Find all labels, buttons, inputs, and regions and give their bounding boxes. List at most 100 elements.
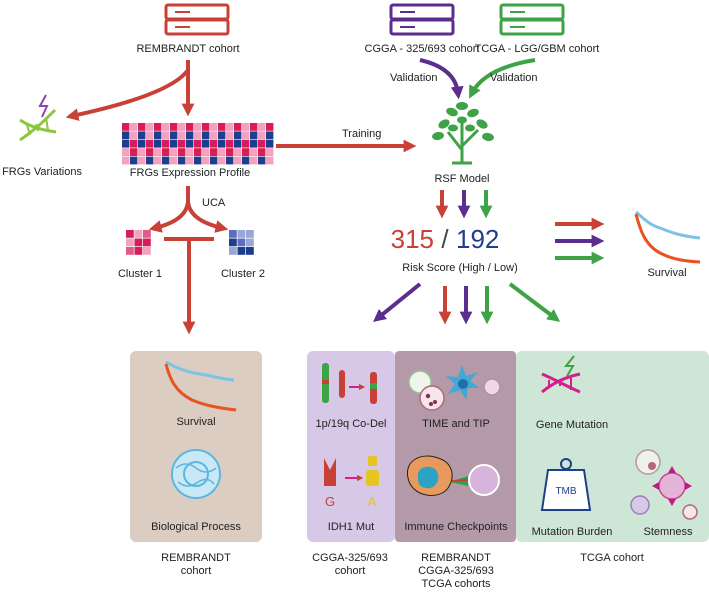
heatmap-cell [138, 139, 146, 148]
cohort-tcga-line1: TCGA cohort [580, 552, 644, 564]
cluster-cell [126, 238, 134, 247]
tmb-weight-icon [540, 458, 592, 511]
heatmap-cell [186, 131, 194, 140]
heatmap-cell [242, 156, 250, 165]
heatmap-cell [162, 123, 170, 131]
heatmap-cell [234, 123, 242, 131]
heatmap-cell [258, 148, 266, 156]
heatmap-cell [138, 123, 146, 131]
risk-score-high: 315 [391, 224, 434, 254]
survival-curve-bio-icon [164, 360, 237, 412]
heatmap-cell [154, 148, 162, 156]
tcga-panel [516, 351, 709, 542]
heatmap-cell [210, 131, 218, 140]
tcga-server-label: TCGA - LGG/GBM cohort [475, 43, 600, 55]
expression-heatmap [122, 123, 274, 165]
tcga-server-icon [499, 3, 565, 36]
cohort-combined-line1: REMBRANDT [421, 552, 491, 564]
uca-to-cluster1-arrow [148, 186, 190, 233]
heatmap-cell [266, 148, 274, 156]
rsf-model-label: RSF Model [434, 173, 489, 185]
heatmap-cell [234, 131, 242, 140]
uca-to-cluster2-arrow [186, 199, 229, 233]
heatmap-cell [178, 131, 186, 140]
cluster-cell [143, 238, 151, 247]
heatmap-cell [122, 123, 130, 131]
heatmap-cell [242, 123, 250, 131]
heatmap-cell [138, 131, 146, 140]
heatmap-cell [186, 156, 194, 165]
idh-g-label: G [325, 494, 335, 509]
heatmap-cell [154, 156, 162, 165]
heatmap-cell [218, 131, 226, 140]
down-arrow-to-cgga [373, 282, 422, 323]
heatmap-cell [242, 131, 250, 140]
heatmap-cell [266, 131, 274, 140]
heatmap-cell [146, 123, 154, 131]
cluster-cell [229, 230, 237, 238]
risk-score-label: Risk Score (High / Low) [402, 262, 518, 274]
down-arrow-to-tcga [508, 282, 561, 322]
heatmap-cell [186, 123, 194, 131]
heatmap-cell [242, 148, 250, 156]
heatmap-cell [178, 156, 186, 165]
cohort-rembrandt-line2: cohort [181, 565, 212, 577]
bio-survival-label: Survival [176, 416, 215, 428]
heatmap-cell [122, 156, 130, 165]
cluster-cell [246, 247, 254, 255]
cgga-server-icon [389, 3, 455, 36]
heatmap-cell [226, 131, 234, 140]
heatmap-cell [202, 131, 210, 140]
tcga-validation-arrow [469, 58, 536, 99]
heatmap-cell [122, 148, 130, 156]
cluster-cell [134, 247, 143, 255]
heatmap-cell [250, 123, 258, 131]
heatmap-cell [194, 123, 202, 131]
cgga-panel [307, 351, 395, 542]
bio-process-label: Biological Process [151, 521, 241, 533]
gene-mutation-label: Gene Mutation [536, 419, 608, 431]
heatmap-cell [170, 156, 178, 165]
heatmap-cell [178, 123, 186, 131]
cluster-cell [237, 247, 246, 255]
rembrandt-to-variations-arrow [65, 68, 190, 121]
cluster2-label: Cluster 2 [221, 268, 265, 280]
heatmap-cell [186, 139, 194, 148]
heatmap-cell [266, 156, 274, 165]
heatmap-cell [178, 139, 186, 148]
heatmap-cell [130, 131, 138, 140]
heatmap-cell [234, 156, 242, 165]
heatmap-cell [170, 148, 178, 156]
heatmap-cell [146, 156, 154, 165]
heatmap-cell [154, 131, 162, 140]
heatmap-cell [218, 139, 226, 148]
heatmap-cell [258, 123, 266, 131]
gene-mutation-icon [541, 355, 581, 394]
cluster-cell [134, 230, 143, 238]
biological-panel [130, 351, 262, 542]
cluster1-label: Cluster 1 [118, 268, 162, 280]
cluster2-grid [229, 230, 254, 255]
cohort-rembrandt-line1: REMBRANDT [161, 552, 231, 564]
mutation-burden-label: Mutation Burden [532, 526, 613, 538]
heatmap-cell [162, 148, 170, 156]
heatmap-cell [162, 156, 170, 165]
immune-checkpoint-icon [406, 455, 500, 496]
risk-score-separator: / [441, 224, 449, 254]
heatmap-cell [202, 123, 210, 131]
validation-label-left: Validation [390, 72, 438, 84]
heatmap-cell [258, 131, 266, 140]
chromosome-codel-icon [322, 363, 377, 404]
cluster-cell [237, 238, 246, 247]
heatmap-cell [178, 148, 186, 156]
dna-variation-icon [19, 94, 57, 142]
cluster-cell [143, 230, 151, 238]
stemness-cells-icon [630, 449, 698, 520]
cohort-cgga-line1: CGGA-325/693 [312, 552, 388, 564]
heatmap-cell [186, 148, 194, 156]
heatmap-cell [194, 156, 202, 165]
heatmap-cell [122, 131, 130, 140]
heatmap-cell [162, 139, 170, 148]
heatmap-cell [250, 148, 258, 156]
